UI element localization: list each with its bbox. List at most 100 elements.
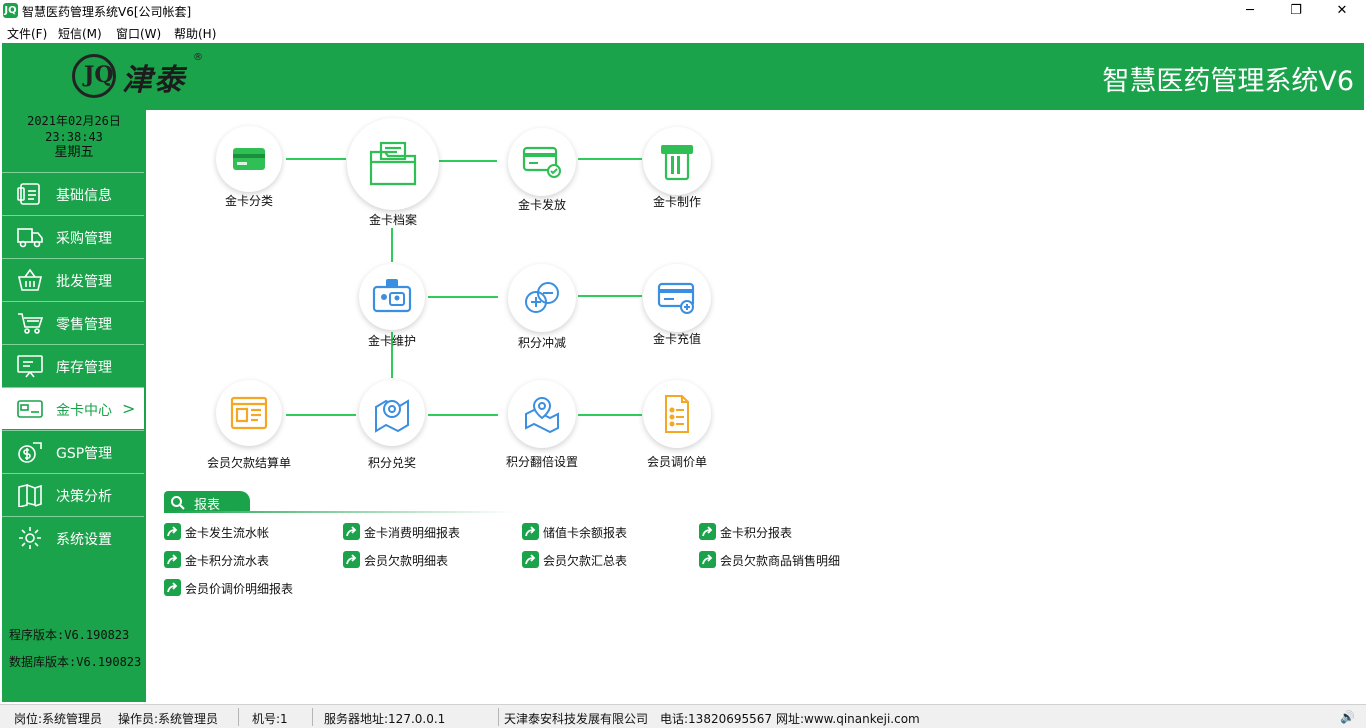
card-check-icon xyxy=(522,146,561,178)
tile-label: 积分翻倍设置 xyxy=(505,455,578,469)
sidebar-item-inventory[interactable]: 库存管理 xyxy=(2,344,144,386)
tile-card-category[interactable]: 金卡分类 xyxy=(216,126,282,208)
reports-tab[interactable]: 报表 xyxy=(164,491,250,513)
report-label: 储值卡余额报表 xyxy=(543,526,628,540)
location-map-icon xyxy=(525,396,559,434)
document-icon xyxy=(230,396,268,430)
sidebar-item-label: 金卡中心 xyxy=(56,403,112,419)
share-arrow-icon xyxy=(699,523,716,540)
clock: 2021年02月26日 23:38:43 星期五 xyxy=(2,113,146,161)
sidebar-item-gold-card[interactable]: 金卡中心 > xyxy=(2,387,144,429)
status-post: 岗位:系统管理员 xyxy=(14,712,103,726)
sidebar: 2021年02月26日 23:38:43 星期五 基础信息 采购管理 批发管理 xyxy=(2,110,146,702)
tile-points-redeem[interactable]: 积分兑奖 xyxy=(359,380,425,470)
report-label: 会员欠款汇总表 xyxy=(543,554,628,568)
sidebar-item-label: 批发管理 xyxy=(56,274,112,290)
card-plus-icon xyxy=(657,282,695,314)
header-banner: JQ 津泰 ® 智慧医药管理系统V6 xyxy=(2,43,1364,110)
version-info: 程序版本:V6.190823 数据库版本:V6.190823 xyxy=(9,622,141,676)
status-operator: 操作员:系统管理员 xyxy=(118,712,219,726)
menu-window[interactable]: 窗口(W) xyxy=(116,27,162,41)
clock-weekday: 星期五 xyxy=(54,145,94,160)
menu-bar: 文件(F) 短信(M) 窗口(W) 帮助(H) xyxy=(0,22,1366,42)
sidebar-item-purchase[interactable]: 采购管理 xyxy=(2,215,144,257)
program-version: 程序版本:V6.190823 xyxy=(9,628,130,642)
menu-file[interactable]: 文件(F) xyxy=(7,27,48,41)
tile-label: 金卡分类 xyxy=(224,194,273,208)
connector-line xyxy=(428,296,498,298)
card-icon xyxy=(17,400,43,418)
card-machine-icon xyxy=(661,145,693,181)
sidebar-item-retail[interactable]: 零售管理 xyxy=(2,301,144,343)
app-icon: JQ xyxy=(3,3,18,18)
product-title: 智慧医药管理系统V6 xyxy=(1102,66,1354,97)
clock-time: 23:38:43 xyxy=(45,130,103,144)
tile-label: 金卡发放 xyxy=(517,198,566,212)
coin-icon xyxy=(18,442,42,463)
sidebar-item-label: 基础信息 xyxy=(56,188,112,204)
report-label: 会员欠款明细表 xyxy=(364,554,449,568)
gift-map-icon xyxy=(375,399,409,433)
connector-line xyxy=(286,414,356,416)
tile-card-maintain[interactable]: 金卡维护 xyxy=(359,264,425,348)
sidebar-item-label: GSP管理 xyxy=(56,446,113,462)
share-arrow-icon xyxy=(343,551,360,568)
speaker-icon[interactable]: 🔊 xyxy=(1340,710,1355,724)
restore-button[interactable]: ❐ xyxy=(1290,3,1302,18)
id-card-icon xyxy=(372,279,412,313)
sidebar-item-label: 库存管理 xyxy=(56,360,112,376)
tile-card-recharge[interactable]: 金卡充值 xyxy=(643,264,711,346)
sidebar-item-settings[interactable]: 系统设置 xyxy=(2,516,144,558)
window-title: 智慧医药管理系统V6[公司帐套] xyxy=(22,5,192,19)
report-label: 会员价调价明细报表 xyxy=(185,582,294,596)
tile-member-price[interactable]: 会员调价单 xyxy=(643,380,711,469)
gear-icon xyxy=(19,527,41,549)
chevron-right-icon: > xyxy=(122,399,136,418)
share-arrow-icon xyxy=(164,523,181,540)
connector-line xyxy=(578,295,642,297)
connector-line xyxy=(439,160,497,162)
logo-text: 津泰 xyxy=(122,63,186,98)
sidebar-item-wholesale[interactable]: 批发管理 xyxy=(2,258,144,300)
share-arrow-icon xyxy=(343,523,360,540)
tile-points-multiplier[interactable]: 积分翻倍设置 xyxy=(506,380,578,469)
tile-label: 会员欠款结算单 xyxy=(206,456,291,470)
close-button[interactable]: ✕ xyxy=(1336,3,1348,18)
menu-sms[interactable]: 短信(M) xyxy=(58,27,102,41)
connector-line xyxy=(578,414,642,416)
sidebar-item-label: 采购管理 xyxy=(56,231,112,247)
tile-label: 积分兑奖 xyxy=(367,456,416,470)
connector-line xyxy=(391,228,393,262)
database-version: 数据库版本:V6.190823 xyxy=(9,655,142,669)
status-server: 服务器地址:127.0.0.1 xyxy=(324,712,446,726)
clock-date: 2021年02月26日 xyxy=(27,114,121,128)
menu-help[interactable]: 帮助(H) xyxy=(174,27,217,41)
connector-line xyxy=(391,332,393,378)
tile-card-archive[interactable]: 金卡档案 xyxy=(347,118,439,227)
status-machine: 机号:1 xyxy=(252,712,288,726)
status-separator xyxy=(238,708,239,726)
sidebar-item-label: 系统设置 xyxy=(56,532,112,548)
status-website: 网址:www.qinankeji.com xyxy=(776,712,920,726)
tile-card-issue[interactable]: 金卡发放 xyxy=(508,128,576,212)
report-label: 金卡积分流水表 xyxy=(185,554,270,568)
tile-label: 金卡充值 xyxy=(652,332,701,346)
main-panel: 金卡分类 金卡档案 金卡发放 金卡制作 xyxy=(146,110,1364,702)
connector-line xyxy=(428,414,498,416)
status-bar: 岗位:系统管理员 操作员:系统管理员 机号:1 服务器地址:127.0.0.1 … xyxy=(0,704,1366,728)
share-arrow-icon xyxy=(699,551,716,568)
sidebar-item-basic-info[interactable]: 基础信息 xyxy=(2,172,144,214)
tile-card-make[interactable]: 金卡制作 xyxy=(643,127,711,209)
report-label: 金卡发生流水帐 xyxy=(185,526,270,540)
sidebar-item-gsp[interactable]: GSP管理 xyxy=(2,430,144,472)
board-icon xyxy=(17,355,43,378)
title-bar: JQ 智慧医药管理系统V6[公司帐套] ─ ❐ ✕ xyxy=(0,0,1366,22)
share-arrow-icon xyxy=(164,579,181,596)
sidebar-item-decision[interactable]: 决策分析 xyxy=(2,473,144,515)
book-icon xyxy=(18,483,42,507)
card-icon xyxy=(233,148,265,170)
minimize-button[interactable]: ─ xyxy=(1246,3,1254,18)
tile-member-debt[interactable]: 会员欠款结算单 xyxy=(207,380,291,470)
tile-points-offset[interactable]: 积分冲减 xyxy=(508,264,576,350)
